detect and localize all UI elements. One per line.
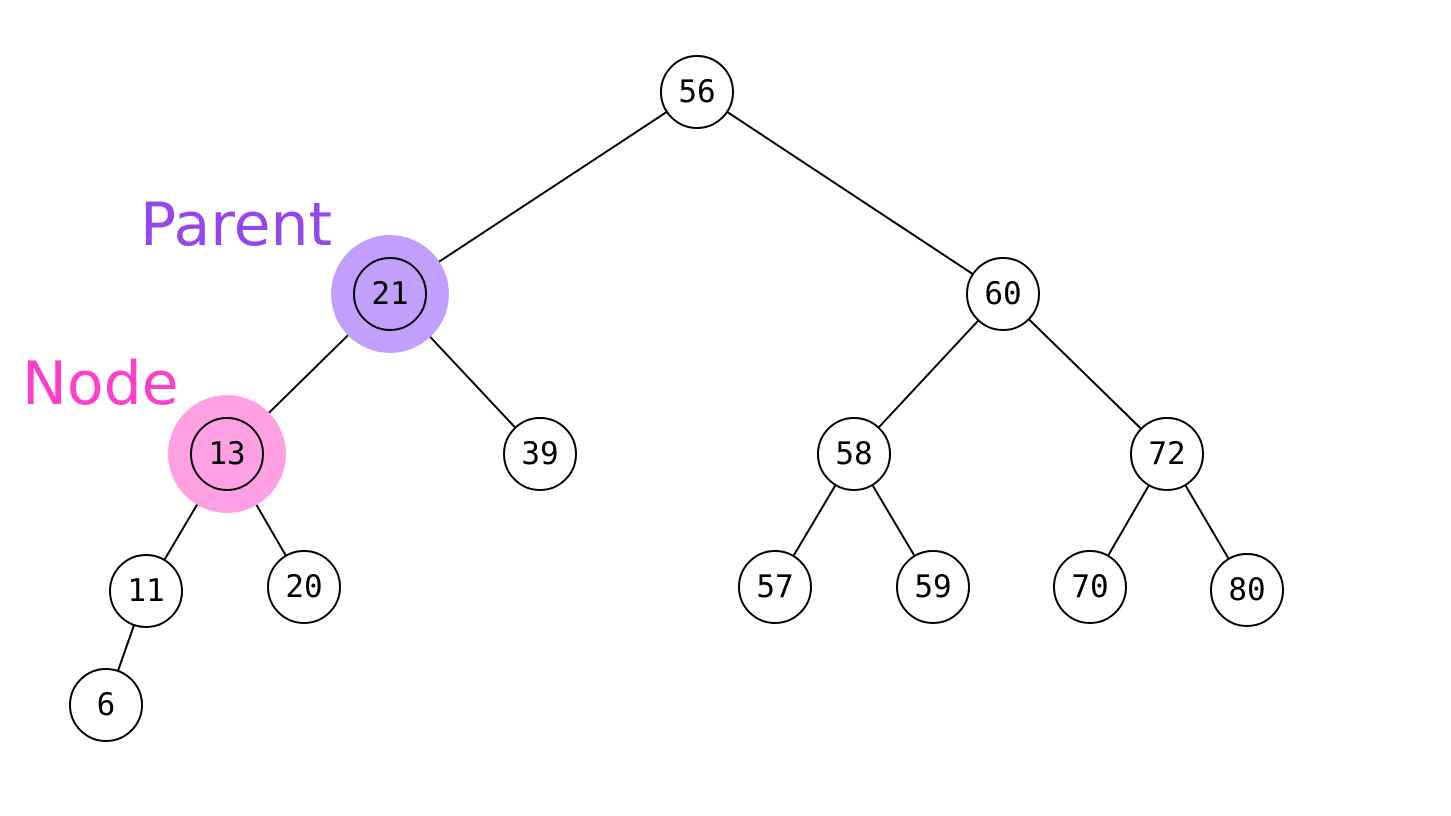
tags-layer: Parent Node (22, 190, 332, 419)
node-value-label: 13 (208, 436, 245, 472)
node-circle (503, 417, 577, 491)
tree-node-72: 72 (1130, 417, 1204, 491)
tree-node-56: 56 (660, 55, 734, 129)
tree-node-21: 21 (353, 257, 427, 331)
node-value-label: 11 (127, 573, 164, 609)
edge-56-60 (696, 91, 1004, 295)
parent-tag-label: Parent (140, 190, 332, 260)
node-tag-label: Node (22, 349, 179, 419)
tree-node-58: 58 (817, 417, 891, 491)
node-value-label: 39 (521, 436, 558, 472)
node-circle (267, 550, 341, 624)
node-circle (660, 55, 734, 129)
node-circle (190, 417, 264, 491)
node-circle (1053, 550, 1127, 624)
tree-node-60: 60 (966, 257, 1040, 331)
node-circle (1130, 417, 1204, 491)
node-circle (109, 554, 183, 628)
node-circle (817, 417, 891, 491)
node-value-label: 6 (97, 687, 116, 723)
node-value-label: 57 (756, 569, 793, 605)
node-value-label: 70 (1071, 569, 1108, 605)
edge-60-72 (1002, 293, 1168, 455)
node-value-label: 56 (678, 74, 715, 110)
tree-node-57: 57 (738, 550, 812, 624)
node-circle (966, 257, 1040, 331)
node-circle (738, 550, 812, 624)
tree-node-11: 11 (109, 554, 183, 628)
tree-node-20: 20 (267, 550, 341, 624)
tree-node-6: 6 (69, 668, 143, 742)
nodes-layer: 56 21 60 13 39 58 72 11 20 57 59 70 80 6 (69, 55, 1284, 742)
node-value-label: 60 (984, 276, 1021, 312)
node-circle (353, 257, 427, 331)
node-value-label: 21 (371, 276, 408, 312)
tree-node-39: 39 (503, 417, 577, 491)
node-value-label: 58 (835, 436, 872, 472)
tree-node-80: 80 (1210, 553, 1284, 627)
node-circle (1210, 553, 1284, 627)
edge-56-21 (389, 91, 698, 295)
tree-node-13: 13 (190, 417, 264, 491)
node-value-label: 59 (914, 569, 951, 605)
node-value-label: 80 (1228, 572, 1265, 608)
tree-node-70: 70 (1053, 550, 1127, 624)
tree-node-59: 59 (896, 550, 970, 624)
node-value-label: 72 (1148, 436, 1185, 472)
node-value-label: 20 (285, 569, 322, 605)
node-circle (896, 550, 970, 624)
node-circle (69, 668, 143, 742)
